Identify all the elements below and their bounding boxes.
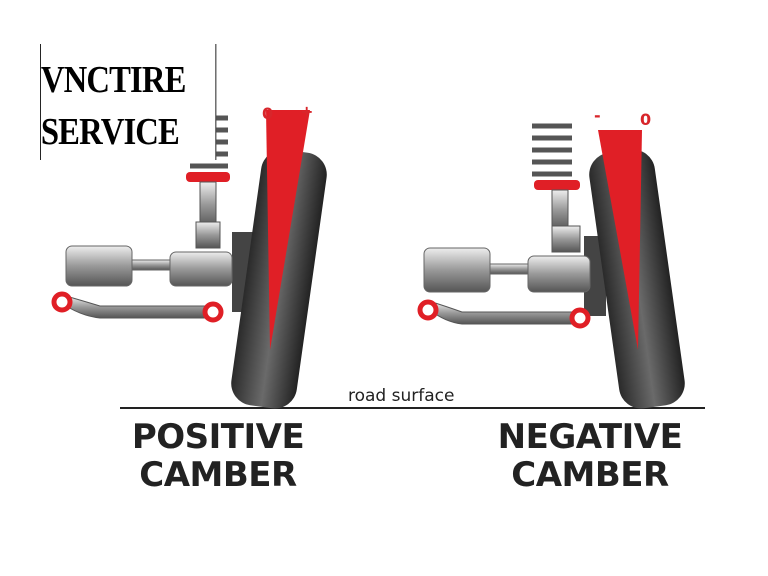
logo-line-2: SERVICE: [40, 111, 180, 153]
positive-title-line-1: POSITIVE: [131, 417, 305, 457]
positive-camber-title: POSITIVE CAMBER: [120, 418, 316, 494]
positive-title-line-2: CAMBER: [139, 455, 297, 495]
ball-joint-icon: [417, 299, 439, 321]
positive-zero-label: 0: [262, 104, 274, 123]
road-surface-label: road surface: [348, 386, 455, 406]
ball-joint-icon: [202, 301, 224, 323]
negative-minus-label: -: [594, 106, 601, 125]
camber-wedge: [266, 110, 310, 350]
ball-joint-icon: [51, 291, 73, 313]
negative-suspension: [417, 123, 685, 409]
negative-title-line-1: NEGATIVE: [497, 417, 683, 457]
negative-title-line-2: CAMBER: [511, 455, 669, 495]
ball-joint-icon: [569, 307, 591, 329]
steering-boot-icon: [65, 245, 233, 287]
logo-line-1: VNCTIRE: [40, 59, 187, 101]
positive-suspension: [51, 110, 327, 409]
negative-zero-label: 0: [640, 110, 652, 129]
camber-wedge: [598, 130, 642, 350]
negative-camber-title: NEGATIVE CAMBER: [480, 418, 700, 494]
positive-plus-label: +: [300, 102, 314, 121]
coil-spring-icon: [532, 123, 572, 177]
steering-boot-icon: [423, 247, 591, 293]
logo: VNCTIRE SERVICE: [40, 44, 217, 160]
